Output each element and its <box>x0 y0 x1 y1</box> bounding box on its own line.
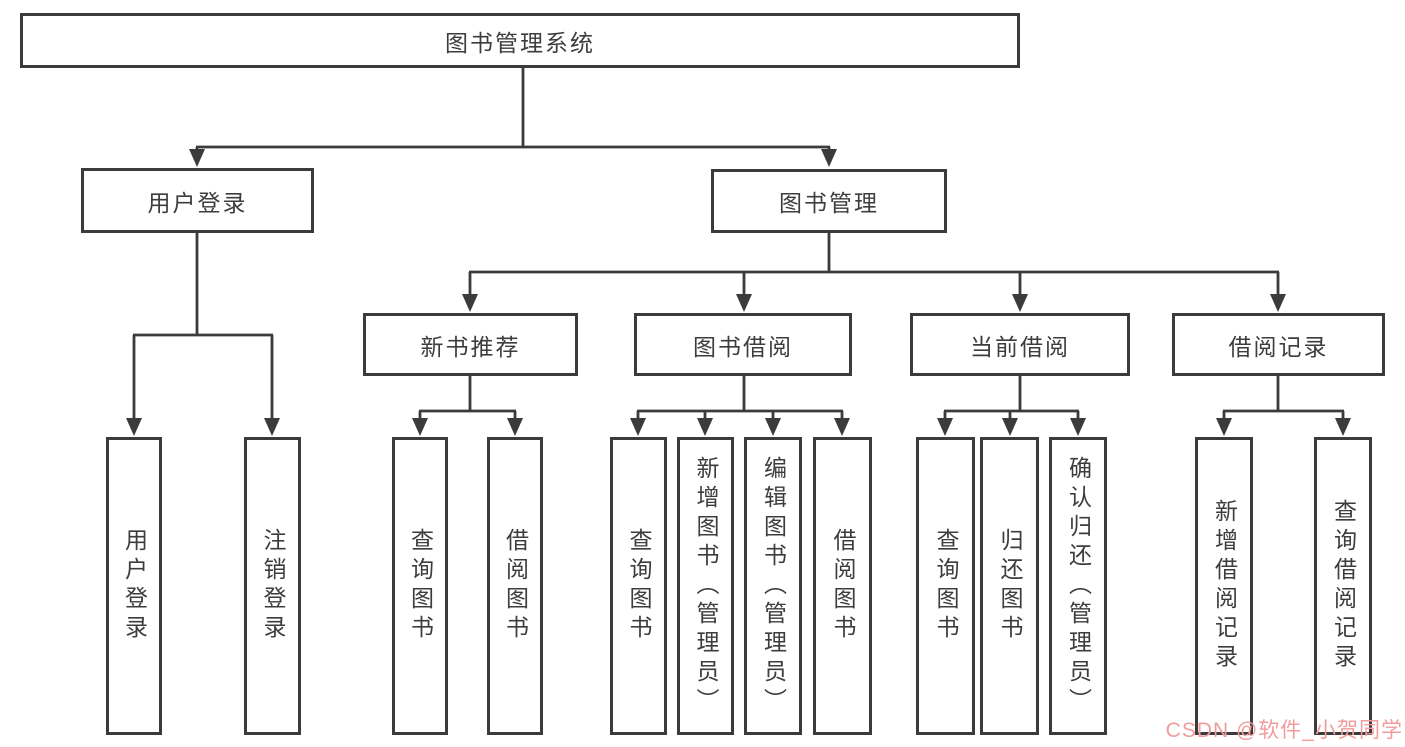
leaf-logout-label: 注销登录 <box>260 528 286 644</box>
leaf-add-book-admin-label: 新增图书（管理员） <box>693 455 719 717</box>
node-book-management-label: 图书管理 <box>779 190 879 216</box>
leaf-user-login-label: 用户登录 <box>121 528 148 644</box>
leaf-add-borrow-record-label: 新增借阅记录 <box>1211 499 1238 673</box>
leaf-borrow-books-label: 借阅图书 <box>830 528 856 644</box>
leaf-query-books-recommend-label: 查询图书 <box>407 528 434 644</box>
node-library-management-system: 图书管理系统 <box>20 13 1020 68</box>
node-current-borrowing: 当前借阅 <box>910 313 1130 376</box>
leaf-return-book: 归还图书 <box>980 437 1039 735</box>
node-root-label: 图书管理系统 <box>445 29 595 56</box>
node-new-book-recommend-label: 新书推荐 <box>420 333 521 360</box>
leaf-borrow-books: 借阅图书 <box>813 437 872 735</box>
leaf-query-books-current: 查询图书 <box>916 437 975 735</box>
leaf-user-login: 用户登录 <box>106 437 162 735</box>
node-new-book-recommend: 新书推荐 <box>363 313 578 376</box>
leaf-query-books-current-label: 查询图书 <box>933 528 959 644</box>
node-book-management: 图书管理 <box>711 169 947 233</box>
node-book-borrowing-label: 图书借阅 <box>693 333 793 360</box>
leaf-confirm-return-admin: 确认归还（管理员） <box>1049 437 1107 735</box>
leaf-edit-book-admin-label: 编辑图书（管理员） <box>760 455 787 717</box>
node-borrowing-records: 借阅记录 <box>1172 313 1385 376</box>
leaf-logout: 注销登录 <box>244 437 301 735</box>
leaf-borrow-books-recommend: 借阅图书 <box>487 437 543 735</box>
node-user-login-branch: 用户登录 <box>81 168 314 233</box>
leaf-query-books-borrowing: 查询图书 <box>610 437 667 735</box>
leaf-return-book-label: 归还图书 <box>997 528 1023 644</box>
leaf-add-borrow-record: 新增借阅记录 <box>1195 437 1253 735</box>
leaf-confirm-return-admin-label: 确认归还（管理员） <box>1065 455 1092 717</box>
leaf-query-books-borrowing-label: 查询图书 <box>626 528 652 644</box>
leaf-edit-book-admin: 编辑图书（管理员） <box>744 437 802 735</box>
leaf-query-borrow-record-label: 查询借阅记录 <box>1330 499 1357 673</box>
csdn-watermark: CSDN @软件_小贺同学 <box>1165 719 1403 742</box>
leaf-query-borrow-record: 查询借阅记录 <box>1314 437 1372 735</box>
leaf-add-book-admin: 新增图书（管理员） <box>677 437 734 735</box>
node-user-login-branch-label: 用户登录 <box>147 189 248 216</box>
leaf-query-books-recommend: 查询图书 <box>392 437 448 735</box>
node-book-borrowing: 图书借阅 <box>634 313 852 376</box>
leaf-borrow-books-recommend-label: 借阅图书 <box>502 528 529 644</box>
node-current-borrowing-label: 当前借阅 <box>970 333 1070 360</box>
node-borrowing-records-label: 借阅记录 <box>1228 333 1329 360</box>
